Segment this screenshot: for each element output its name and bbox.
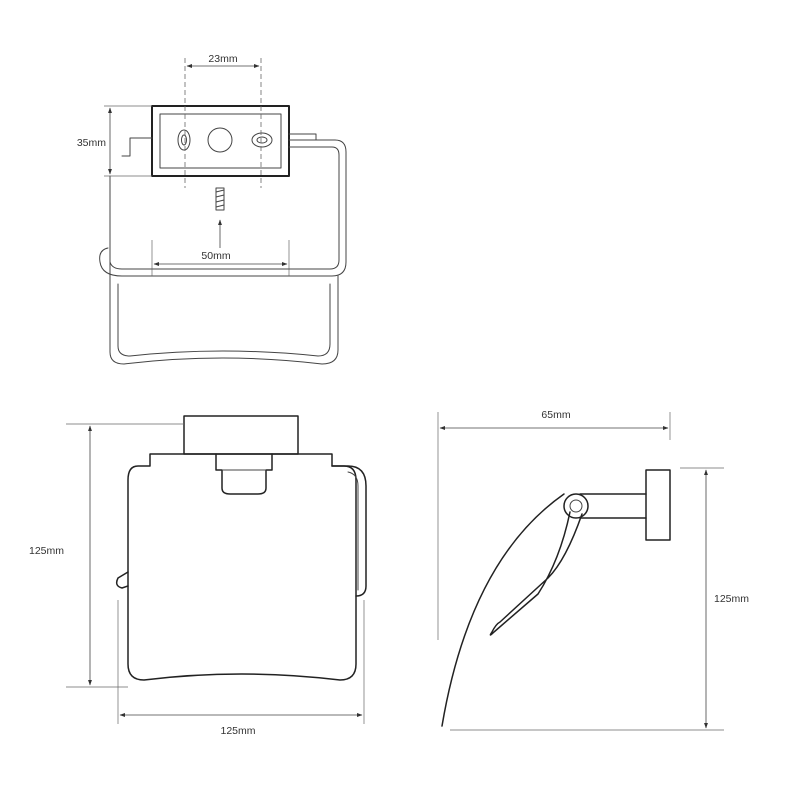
bracket-left-step	[121, 137, 153, 157]
dim-label-plate-width: 23mm	[208, 53, 237, 65]
mounting-plate	[151, 105, 290, 177]
support-rod	[579, 493, 647, 519]
dim-label-plate-height: 35mm	[77, 137, 106, 149]
mounting-plate-inner	[159, 113, 282, 169]
holder-arm	[99, 139, 347, 277]
dim-label-side-height: 125mm	[714, 593, 749, 605]
pivot-joint	[563, 493, 589, 519]
mount-hole-right	[251, 132, 273, 148]
top-view: 23mm 35mm 50mm	[77, 53, 347, 365]
mount-hole-left-inner	[181, 134, 187, 146]
dim-label-spacing: 50mm	[201, 250, 230, 262]
front-view: 125mm 125mm	[29, 415, 367, 737]
dim-label-front-width: 125mm	[220, 725, 255, 737]
holder-arm-inner	[109, 146, 340, 270]
bracket-right-step	[288, 133, 317, 141]
lid-body	[127, 453, 357, 681]
wall-rosette	[183, 415, 299, 455]
wall-base	[645, 469, 671, 541]
lid-curve	[441, 493, 565, 727]
side-arm	[331, 465, 367, 597]
mount-hole-left	[177, 129, 191, 151]
mount-hole-right-inner	[256, 136, 268, 144]
lid-hinge	[215, 453, 273, 495]
mount-hole-center	[207, 127, 233, 153]
roll-tab-left	[115, 571, 129, 589]
screw-icon	[215, 187, 225, 211]
dim-label-front-height: 125mm	[29, 545, 64, 557]
side-view: 65mm 125mm	[437, 409, 749, 731]
lid-outline	[109, 175, 339, 365]
lid-lower-edge	[117, 283, 331, 357]
roll-arm	[489, 511, 583, 636]
dim-label-side-depth: 65mm	[541, 409, 570, 421]
